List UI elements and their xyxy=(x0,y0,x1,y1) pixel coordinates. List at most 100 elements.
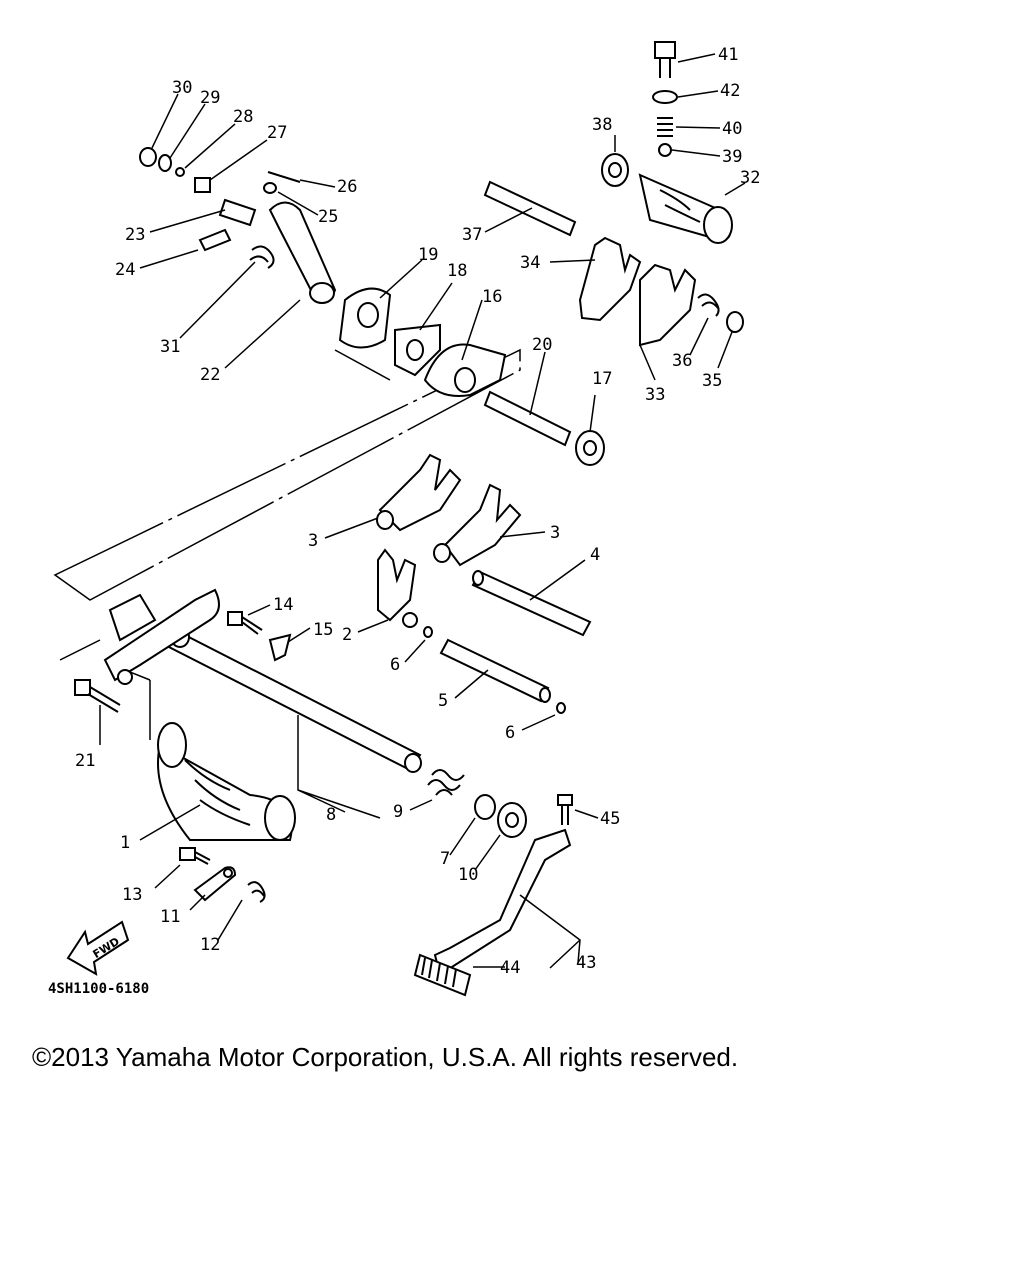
callout-12: 12 xyxy=(200,935,220,955)
part-ball-39 xyxy=(658,143,672,157)
callout-11: 11 xyxy=(160,907,180,927)
callout-6a: 6 xyxy=(390,655,400,675)
callout-6b: 6 xyxy=(505,723,515,743)
callout-36: 36 xyxy=(672,351,692,371)
part-lever-spring xyxy=(247,881,266,903)
part-guide-bar-long xyxy=(471,570,592,637)
callout-39: 39 xyxy=(722,147,742,167)
drawing-code: 4SH1100-6180 xyxy=(48,981,149,997)
part-shift-fork-3 xyxy=(377,548,418,628)
part-roller-23 xyxy=(218,198,257,227)
callout-7: 7 xyxy=(440,849,450,869)
callout-38: 38 xyxy=(592,115,612,135)
part-pin-26 xyxy=(267,171,301,183)
part-bolt-27 xyxy=(194,177,211,193)
callout-37: 37 xyxy=(462,225,482,245)
part-guide-bar-short xyxy=(439,638,551,703)
callout-30: 30 xyxy=(172,78,192,98)
part-circlip-a xyxy=(423,626,433,638)
callout-15: 15 xyxy=(313,620,333,640)
callout-3b: 3 xyxy=(550,523,560,543)
callout-44: 44 xyxy=(500,958,520,978)
callout-8: 8 xyxy=(326,805,336,825)
callout-34: 34 xyxy=(520,253,540,273)
part-bolt-41 xyxy=(654,41,676,78)
part-washer-35 xyxy=(726,311,744,333)
part-fork-34 xyxy=(578,236,642,322)
part-stopper-lever xyxy=(193,866,237,902)
callout-4: 4 xyxy=(590,545,600,565)
part-seal-38 xyxy=(601,153,629,187)
part-shift-fork-2 xyxy=(433,483,522,567)
part-rod-20 xyxy=(483,390,572,447)
copyright-notice: ©2013 Yamaha Motor Corporation, U.S.A. A… xyxy=(32,1042,739,1072)
leader-lines xyxy=(99,53,746,969)
callout-16: 16 xyxy=(482,287,502,307)
callout-42: 42 xyxy=(720,81,740,101)
part-shaft-spring xyxy=(427,769,465,796)
callout-22: 22 xyxy=(200,365,220,385)
part-shift-shaft xyxy=(163,626,422,773)
part-bolt-21 xyxy=(74,679,121,713)
callout-2: 2 xyxy=(342,625,352,645)
part-bolt-14 xyxy=(227,611,263,635)
part-shift-pedal xyxy=(413,828,572,997)
callout-35: 35 xyxy=(702,371,722,391)
callout-20: 20 xyxy=(532,335,552,355)
part-lever-bolt-13 xyxy=(179,847,211,865)
callout-1: 1 xyxy=(120,833,130,853)
callout-23: 23 xyxy=(125,225,145,245)
part-plate-15 xyxy=(268,633,292,662)
part-shift-arm-22 xyxy=(268,201,337,304)
part-washer-42 xyxy=(652,90,678,104)
part-pedal-bolt xyxy=(557,794,573,825)
callout-3a: 3 xyxy=(308,531,318,551)
part-circlip-b xyxy=(556,702,566,714)
part-segment-16 xyxy=(423,343,507,397)
callout-32: 32 xyxy=(740,168,760,188)
callout-25: 25 xyxy=(318,207,338,227)
callout-31: 31 xyxy=(160,337,180,357)
part-shift-drum xyxy=(157,722,296,841)
callout-labels: 1 2 3 3 4 5 6 6 7 8 9 10 11 12 13 14 15 … xyxy=(75,45,760,978)
part-washer-29 xyxy=(158,154,172,172)
callout-26: 26 xyxy=(337,177,357,197)
callout-33: 33 xyxy=(645,385,665,405)
part-nut-28 xyxy=(175,167,185,177)
callout-21: 21 xyxy=(75,751,95,771)
part-spring-40 xyxy=(657,117,673,137)
part-pin-24 xyxy=(198,228,232,252)
callout-17: 17 xyxy=(592,369,612,389)
part-spring-31 xyxy=(249,245,275,269)
part-circlip-25 xyxy=(263,182,277,194)
callout-14: 14 xyxy=(273,595,293,615)
callout-40: 40 xyxy=(722,119,742,139)
callout-19: 19 xyxy=(418,245,438,265)
callout-13: 13 xyxy=(122,885,142,905)
callout-9: 9 xyxy=(393,802,403,822)
callout-24: 24 xyxy=(115,260,135,280)
callout-18: 18 xyxy=(447,261,467,281)
part-washer-7 xyxy=(474,794,496,820)
callout-29: 29 xyxy=(200,88,220,108)
part-spring-36 xyxy=(697,293,720,317)
callout-41: 41 xyxy=(718,45,738,65)
fwd-arrow-icon: FWD xyxy=(66,920,130,976)
callout-5: 5 xyxy=(438,691,448,711)
part-shift-guide-19 xyxy=(338,287,392,349)
part-shift-fork-1 xyxy=(376,453,462,532)
callout-45: 45 xyxy=(600,809,620,829)
part-seal-17 xyxy=(575,430,605,466)
callout-28: 28 xyxy=(233,107,253,127)
part-nut-30 xyxy=(139,147,157,167)
part-shift-arm-assembly xyxy=(103,588,220,685)
callout-27: 27 xyxy=(267,123,287,143)
part-shift-drum-32 xyxy=(638,173,733,244)
exploded-parts-diagram: 1 2 3 3 4 5 6 6 7 8 9 10 11 12 13 14 15 … xyxy=(48,41,760,997)
part-fork-33 xyxy=(639,263,697,347)
callout-43: 43 xyxy=(576,953,596,973)
part-oil-seal-10 xyxy=(497,802,527,838)
part-plate-18 xyxy=(394,323,441,377)
assembly-frame-lines xyxy=(53,348,521,740)
callout-10: 10 xyxy=(458,865,478,885)
